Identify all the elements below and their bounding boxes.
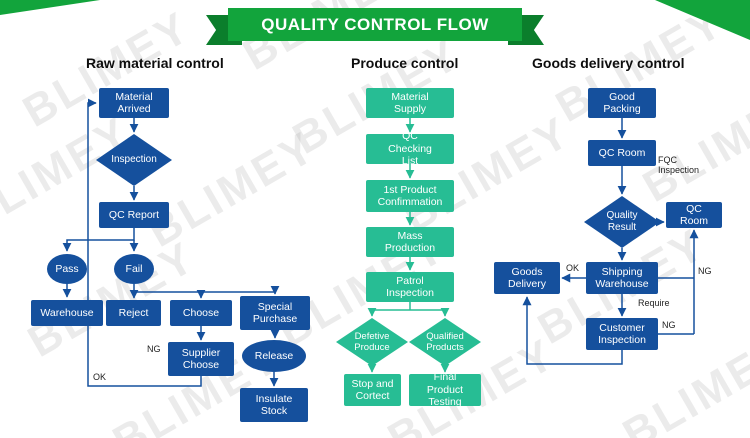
flow-node-fail: Fail	[114, 254, 154, 284]
flow-node-qc-report: QC Report	[99, 202, 169, 228]
page-title: QUALITY CONTROL FLOW	[228, 8, 522, 41]
flow-node-qc-checking-list: QC Checking List	[366, 130, 454, 167]
flow-node-material-supply: Material Supply	[366, 88, 454, 118]
flow-node-patrol-inspection: Patrol Inspection	[366, 272, 454, 302]
flow-node-pass: Pass	[47, 254, 87, 284]
flow-node-qc-room-1: QC Room	[588, 140, 656, 166]
flow-node-good-packing: Good Packing	[588, 88, 656, 118]
edge-label-ng-customer: NG	[662, 320, 676, 330]
flow-node-warehouse: Warehouse	[31, 300, 103, 326]
edge-label-ok-supplier-loop: OK	[93, 372, 107, 382]
flow-node-release: Release	[242, 340, 306, 372]
flow-node-mass-production: Mass Production	[366, 227, 454, 257]
edge-label-ok-shipping: OK	[566, 263, 580, 273]
edge-label-fqc-inspection: FQC Inspection	[658, 155, 700, 175]
flow-node-special-purchase: Special Purchase	[240, 296, 310, 330]
flow-node-choose: Choose	[170, 300, 232, 326]
edge-label-require: Require	[638, 298, 670, 308]
edge-label-ng-choose: NG	[147, 344, 161, 354]
column-heading-goods-delivery: Goods delivery control	[532, 55, 685, 71]
column-heading-produce: Produce control	[351, 55, 459, 71]
edge-label-ng-shipping: NG	[698, 266, 712, 276]
flow-node-customer-inspection: Customer Inspection	[586, 318, 658, 350]
flow-node-material-arrived: Material Arrived	[99, 88, 169, 118]
flow-node-qc-room-2: QC Room	[666, 202, 722, 228]
flow-node-stop-and-correct: Stop and Cortect	[344, 374, 401, 406]
flow-node-insulate-stock: Insulate Stock	[240, 388, 308, 422]
flow-node-goods-delivery: Goods Delivery	[494, 262, 560, 294]
flow-node-supplier-choose: Supplier Choose	[168, 342, 234, 376]
flow-node-reject: Reject	[106, 300, 161, 326]
flow-node-final-product-testing: Final Product Testing	[409, 371, 481, 408]
flow-node-shipping-warehouse: Shipping Warehouse	[586, 262, 658, 294]
column-heading-raw-material: Raw material control	[86, 55, 224, 71]
flow-node-first-product-confirmation: 1st Product Confimmation	[366, 180, 454, 212]
